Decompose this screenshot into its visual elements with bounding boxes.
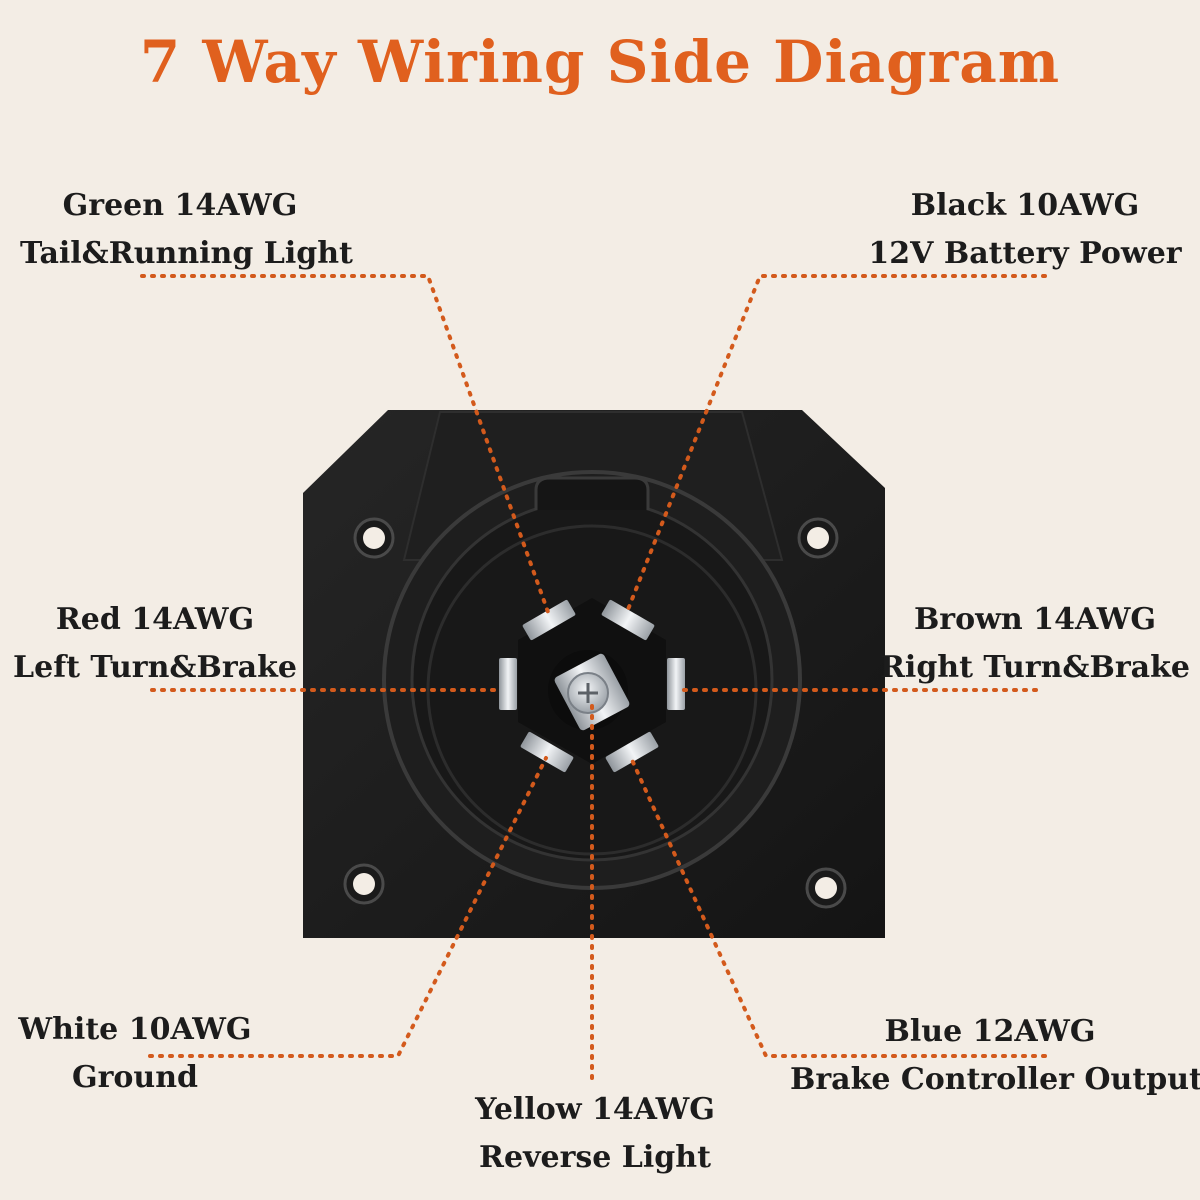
label-white-gauge: White 10AWG [18,1012,252,1047]
mounting-hole-bottom-left-inner [353,873,375,895]
label-black-gauge: Black 10AWG [910,188,1140,223]
label-yellow-gauge: Yellow 14AWG [475,1092,715,1127]
mounting-hole-top-right-inner [807,527,829,549]
label-black-wire: Black 10AWG 12V Battery Power [860,182,1190,278]
diagram-title: 7 Way Wiring Side Diagram [139,28,1061,96]
label-white-function: Ground [71,1060,199,1095]
mounting-hole-bottom-right-inner [815,877,837,899]
label-brown-function: Right Turn&Brake [880,650,1190,685]
label-green-function: Tail&Running Light [20,236,353,271]
label-green-wire: Green 14AWG Tail&Running Light [20,182,353,278]
label-red-gauge: Red 14AWG [55,602,255,637]
label-red-function: Left Turn&Brake [13,650,297,685]
label-blue-function: Brake Controller Output [790,1062,1200,1097]
pin-top-right [601,599,655,641]
pin-right [667,658,685,710]
label-white-wire: White 10AWG Ground [10,1006,260,1102]
label-red-wire: Red 14AWG Left Turn&Brake [10,596,300,692]
label-brown-gauge: Brown 14AWG [913,602,1157,637]
pin-bottom-right [605,731,659,773]
pin-left [499,658,517,710]
label-yellow-wire: Yellow 14AWG Reverse Light [440,1086,750,1182]
pin-bottom-left [520,731,574,773]
label-blue-gauge: Blue 12AWG [884,1014,1096,1049]
label-brown-wire: Brown 14AWG Right Turn&Brake [880,596,1190,692]
leader-white [148,756,548,1058]
leader-lines [140,274,1047,1088]
pin-top-left [522,599,576,641]
label-blue-wire: Blue 12AWG Brake Controller Output [790,1008,1200,1104]
leader-blue [630,758,1047,1058]
connector-pins [499,599,685,773]
label-green-gauge: Green 14AWG [62,188,298,223]
socket-key-notch [534,476,650,510]
leader-green [140,274,550,614]
screw-slot [578,683,598,703]
mounting-hole-top-left-inner [363,527,385,549]
label-yellow-function: Reverse Light [479,1140,711,1175]
label-black-function: 12V Battery Power [868,236,1182,271]
